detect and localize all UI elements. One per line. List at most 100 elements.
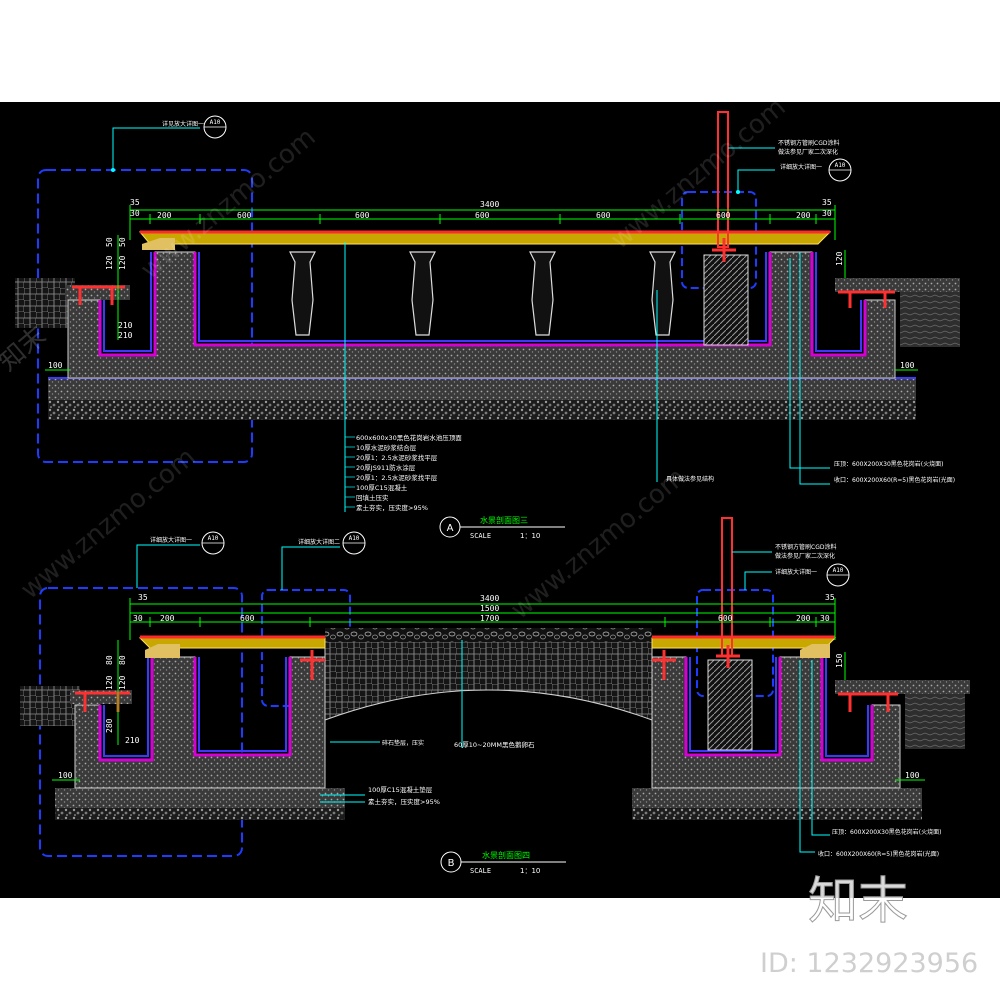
dim-a-base-right: 100 [900, 361, 915, 370]
dim-b-4: 600 [240, 614, 255, 623]
dim-b-v6: 210 [125, 736, 140, 745]
dim-a-2: 30 [130, 209, 140, 218]
dim-b-v1: 80 [105, 655, 114, 665]
spec-list-a-ticks [345, 436, 355, 508]
footing-a [703, 254, 749, 346]
dim-a-9: 200 [796, 211, 811, 220]
spec-a-7: 回填土压实 [356, 493, 389, 502]
dim-a-v6: 210 [118, 331, 133, 340]
leader-a-4: 做法参见厂家二次深化 [778, 148, 838, 156]
section-title-a: 水景剖面图三 [480, 515, 528, 525]
title-block-b: B 水景剖面图四 SCALE 1：10 [440, 850, 566, 875]
detail-ref-b-mid: A10 [342, 531, 366, 555]
dim-total-b: 3400 [480, 594, 499, 603]
dimension-labels-a: 3400 35 30 200 600 600 600 600 600 200 3… [48, 198, 915, 370]
dim-b-9: 30 [820, 614, 830, 623]
dimension-labels-b: 3400 35 30 200 600 1500 1700 600 200 30 … [58, 593, 920, 780]
dim-b-v4: 80 [118, 655, 127, 665]
callout-right-a-2: 收口：600X200X60(R=5)黑色花岗岩(光面) [834, 476, 955, 484]
dim-b-v2: 120 [105, 675, 114, 690]
dim-b-base-left: 100 [58, 771, 73, 780]
coping-edge-b-left [145, 644, 180, 658]
dim-a-8: 600 [716, 211, 731, 220]
spec-a-8: 素土夯实，压实度>95% [356, 503, 428, 512]
coping-edge-b-right [800, 644, 830, 658]
dim-a-base-left: 100 [48, 361, 63, 370]
dim-b-5: 1500 [480, 604, 499, 613]
section-title-b: 水景剖面图四 [482, 850, 530, 860]
dim-b-2: 30 [133, 614, 143, 623]
waterproof-b-left [98, 657, 292, 762]
scale-value-a: 1：10 [520, 532, 540, 540]
base-concrete-b-right [632, 788, 922, 808]
watermark-id: ID: 1232923956 [760, 948, 978, 979]
dim-b-right: 150 [835, 653, 844, 668]
dim-a-6: 600 [475, 211, 490, 220]
section-a: 3400 35 30 200 600 600 600 600 600 200 3… [15, 111, 960, 540]
dim-b-3: 200 [160, 614, 175, 623]
dim-b-6: 1700 [480, 614, 499, 623]
membrane-b-left [103, 657, 287, 757]
watermark-brand: 知末 [808, 872, 908, 930]
detail-ref-b-right-label: A10 [833, 567, 844, 574]
dim-b-8: 200 [796, 614, 811, 623]
dim-a-v5: 210 [118, 321, 133, 330]
callout-mid-b: 60厚10~20MM黑色鹅卵石 [454, 740, 535, 749]
leader-b-5: 详细放大详图一 [775, 568, 817, 576]
callout-right-b-2: 收口：600X200X60(R=5)黑色花岗岩(光面) [818, 850, 939, 858]
detail-ref-a-left: A10 [203, 115, 227, 139]
leader-dot-a2 [736, 190, 740, 194]
section-marker-b: B [448, 858, 455, 869]
detail-ref-a-right: A10 [828, 158, 852, 182]
dim-a-right: 120 [835, 251, 844, 266]
dim-b-base-right: 100 [905, 771, 920, 780]
leader-a-2: 详细放大详图一 [780, 163, 822, 171]
dim-a-4: 600 [237, 211, 252, 220]
leader-b-1: 详细放大详图一 [150, 536, 192, 544]
leader-b-3: 不锈钢方管刷CGD涂料 [775, 543, 836, 551]
leader-b-4: 做法参见厂家二次深化 [775, 552, 835, 560]
waterproof-b-right [684, 657, 874, 762]
spec-b-2: 素土夯实，压实度>95% [368, 797, 440, 806]
leader-text-b: 详细放大详图一 详细放大详图二 不锈钢方管刷CGD涂料 做法参见厂家二次深化 详… [150, 536, 836, 576]
waterproof-line-a [98, 252, 867, 357]
paving-right-a [835, 278, 960, 292]
scale-label-a: SCALE [470, 532, 491, 540]
dim-a-v4: 50 [118, 237, 127, 247]
inner-membrane-a [103, 252, 862, 352]
spec-a-4: 20厚JS911防水涂层 [356, 463, 416, 472]
scale-value-b: 1：10 [520, 867, 540, 875]
detail-ref-a-right-label: A10 [835, 162, 846, 169]
section-marker-a: A [447, 523, 454, 534]
callout-right-a-1: 压顶：600X200X30黑色花岗岩(火烧面) [834, 460, 943, 468]
bridge-arch-b [324, 639, 653, 721]
dim-b-10: 35 [825, 593, 835, 602]
base-concrete-a [48, 378, 916, 400]
anchor-b [716, 645, 740, 668]
leader-a-3: 不锈钢方管刷CGD涂料 [778, 139, 839, 147]
callout-left-b: 碎石垫层，压实 [382, 739, 424, 747]
dim-b-7: 600 [718, 614, 733, 623]
leaders-b [136, 544, 830, 853]
base-gravel-b-right [632, 808, 922, 820]
detail-ref-a-left-label: A10 [210, 119, 221, 126]
dim-a-10: 35 [822, 198, 832, 207]
dim-a-v2: 120 [105, 255, 114, 270]
spec-a-1: 600x600x30黑色花岗岩水池压顶面 [356, 433, 462, 442]
coping-left-a [142, 238, 175, 250]
dim-a-1: 35 [130, 198, 140, 207]
dim-a-v1: 50 [105, 237, 114, 247]
detail-ref-b-left-label: A10 [208, 535, 219, 542]
edge-bolts-a [72, 285, 895, 308]
spec-list-a: 600x600x30黑色花岗岩水池压顶面 10厚水泥砂浆结合层 20厚1：2.5… [356, 433, 462, 512]
paving-right-soil-b [905, 694, 965, 749]
base-concrete-b-left [55, 788, 345, 808]
detail-ref-b-mid-label: A10 [349, 535, 360, 542]
dim-a-11: 30 [822, 209, 832, 218]
spec-a-3: 20厚1：2.5水泥砂浆找平层 [356, 453, 438, 462]
base-gravel-a [48, 400, 916, 420]
dim-b-v5: 280 [105, 718, 114, 733]
leader-text-a: 详见放大详图一 详细放大详图一 不锈钢方管刷CGD涂料 做法参见厂家二次深化 [162, 120, 839, 171]
leader-a-1: 详见放大详图一 [162, 120, 204, 128]
